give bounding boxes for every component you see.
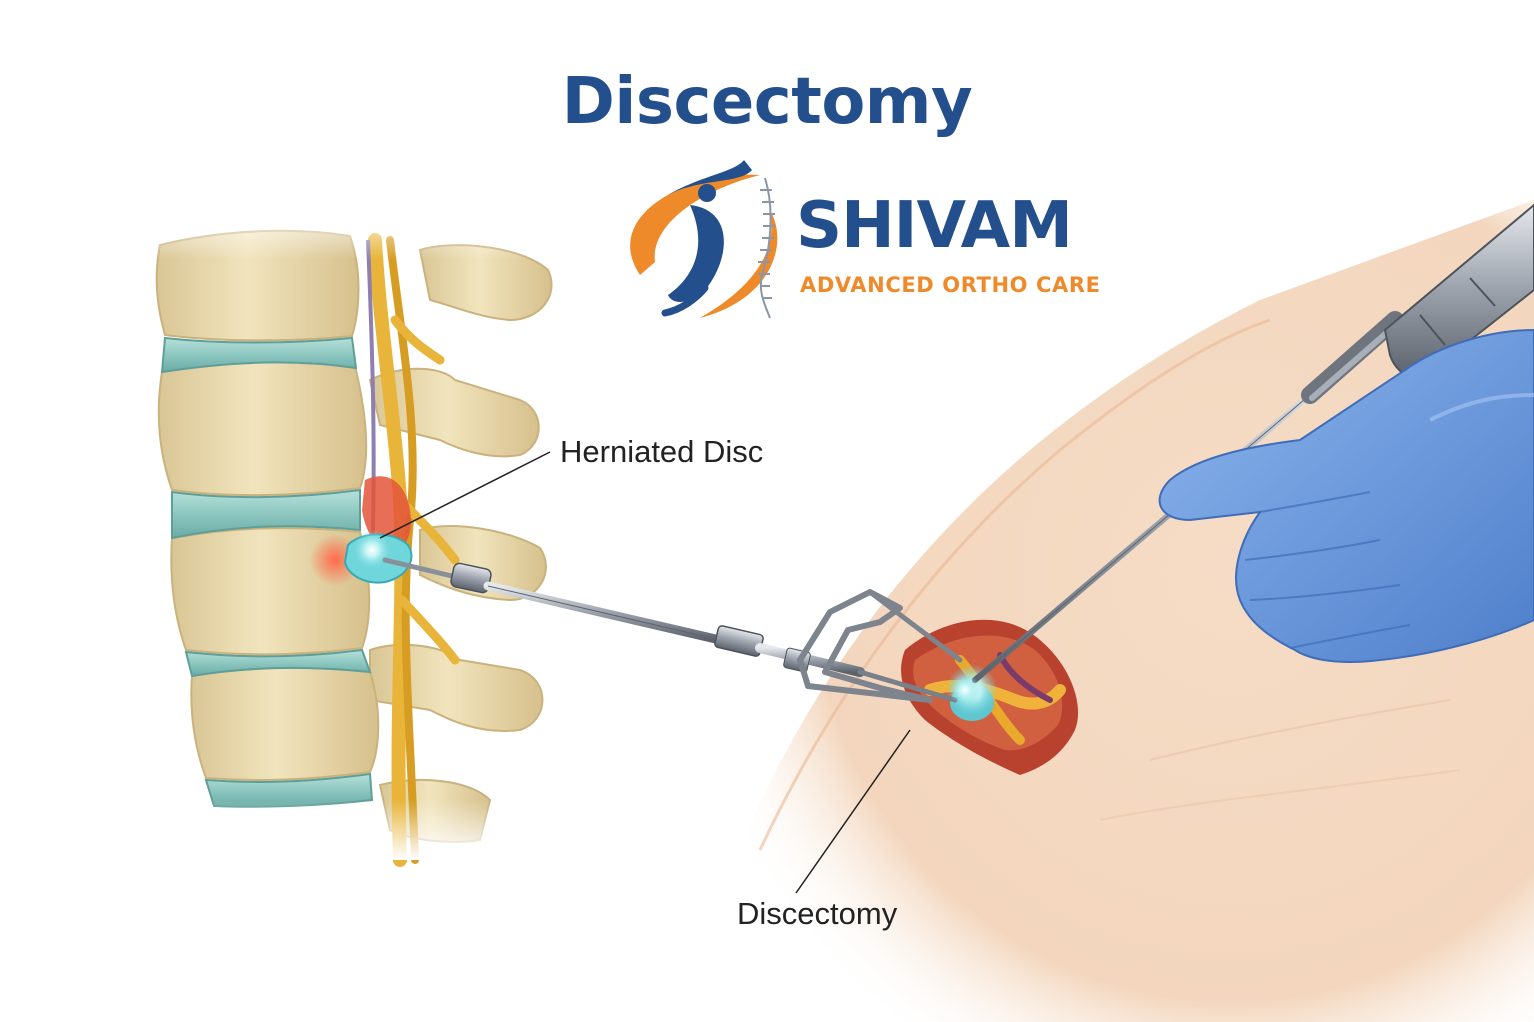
logo-spine-icon bbox=[758, 177, 775, 319]
logo-name: SHIVAM bbox=[796, 189, 1073, 263]
surgical-instruments bbox=[382, 203, 1534, 706]
callout-herniated-disc: Herniated Disc bbox=[560, 434, 764, 469]
leader-line-discectomy bbox=[795, 729, 911, 894]
skin-surface bbox=[735, 200, 1534, 1022]
spine-illustration bbox=[140, 200, 580, 867]
callout-discectomy: Discectomy bbox=[737, 896, 898, 931]
page-title: Discectomy bbox=[561, 65, 973, 139]
glove-icon bbox=[1158, 328, 1534, 663]
logo-tagline: ADVANCED ORTHO CARE bbox=[800, 273, 1101, 297]
logo-figure-icon bbox=[630, 160, 778, 318]
leader-line-herniated-disc bbox=[379, 451, 551, 539]
